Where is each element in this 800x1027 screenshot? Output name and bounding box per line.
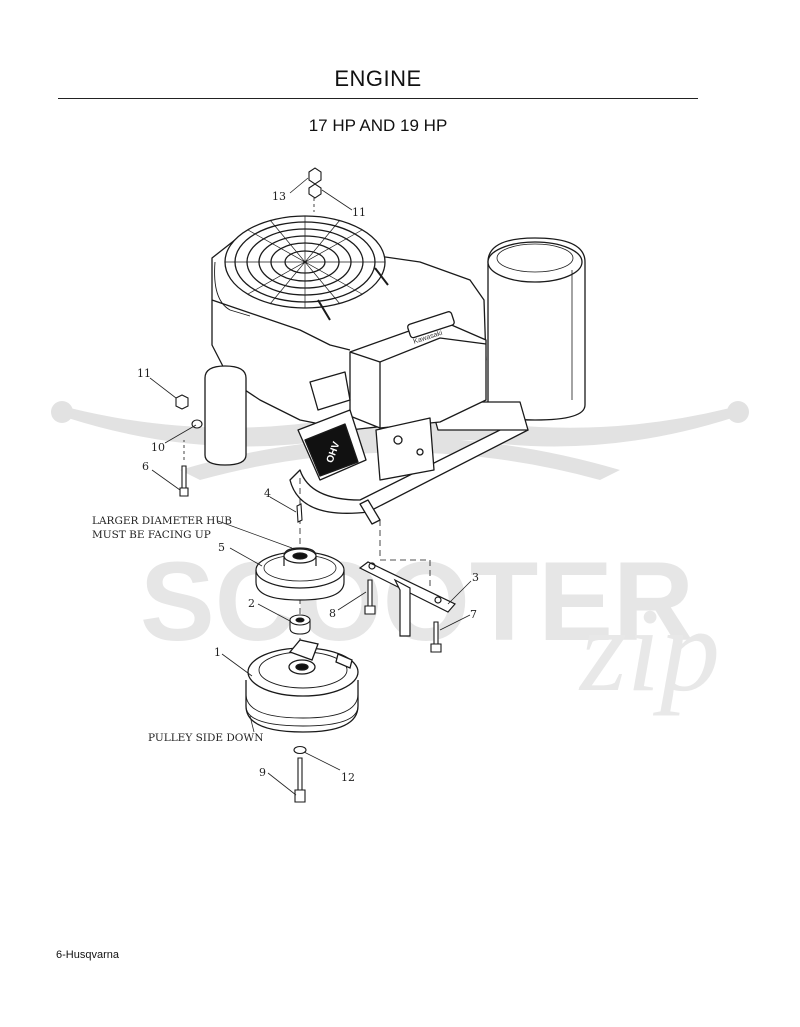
callout-8: 8 xyxy=(329,607,336,620)
lower-hardware xyxy=(293,745,307,803)
leader-lines xyxy=(149,177,472,796)
note-hub-line2: MUST BE FACING UP xyxy=(92,529,211,541)
callout-2: 2 xyxy=(248,597,255,610)
bolt-9-head xyxy=(294,789,306,803)
callout-10: 10 xyxy=(151,441,165,454)
oil-filter-column xyxy=(204,365,247,466)
bolt-7-head xyxy=(430,643,442,653)
nut-13 xyxy=(308,167,322,185)
watermark-text: SCOOTER xyxy=(140,539,694,664)
fan-grille xyxy=(224,215,386,309)
callout-1: 1 xyxy=(214,646,221,659)
bracket-3 xyxy=(358,561,456,637)
callout-11-left: 11 xyxy=(137,367,151,380)
bolt-8-shank xyxy=(367,579,373,607)
engine-pulley-5 xyxy=(255,547,345,601)
watermark-script: zip xyxy=(578,583,720,716)
callout-7: 7 xyxy=(470,608,477,621)
callout-13: 13 xyxy=(272,190,286,203)
bolt-6-shank xyxy=(181,465,187,489)
engine-assembly: OHV Kawasaki xyxy=(204,215,586,640)
valve-cover: OHV Kawasaki xyxy=(297,330,444,481)
callout-3: 3 xyxy=(472,571,479,584)
page-title: ENGINE xyxy=(334,66,422,91)
page-footer: 6-Husqvarna xyxy=(56,949,119,961)
bracket-bolts xyxy=(364,579,442,653)
left-hardware xyxy=(175,394,203,497)
top-nut-stack xyxy=(308,167,322,212)
nut-11-left xyxy=(175,394,189,410)
bolt-9-shank xyxy=(297,757,303,791)
note-hub-line1: LARGER DIAMETER HUB xyxy=(92,515,232,527)
bolt-8-head xyxy=(364,605,376,615)
key-4 xyxy=(296,503,303,523)
callout-9: 9 xyxy=(259,766,266,779)
bolt-6-head xyxy=(179,487,189,497)
note-pulley: PULLEY SIDE DOWN xyxy=(148,732,263,744)
pto-clutch-1 xyxy=(245,639,359,733)
callouts: 13 11 11 10 6 4 5 2 1 3 7 8 9 12 LARGER … xyxy=(92,190,479,784)
washer-12 xyxy=(293,745,307,755)
air-cleaner-housing xyxy=(487,237,586,421)
callout-4: 4 xyxy=(264,487,271,500)
callout-5: 5 xyxy=(218,541,225,554)
callout-12: 12 xyxy=(341,771,355,784)
nut-11-top xyxy=(308,183,322,199)
page-subtitle: 17 HP AND 19 HP xyxy=(308,116,448,135)
title-divider xyxy=(58,98,698,99)
spacer-2 xyxy=(289,614,311,635)
callout-11-top: 11 xyxy=(352,206,366,219)
bolt-7-shank xyxy=(433,621,439,645)
callout-6: 6 xyxy=(142,460,149,473)
